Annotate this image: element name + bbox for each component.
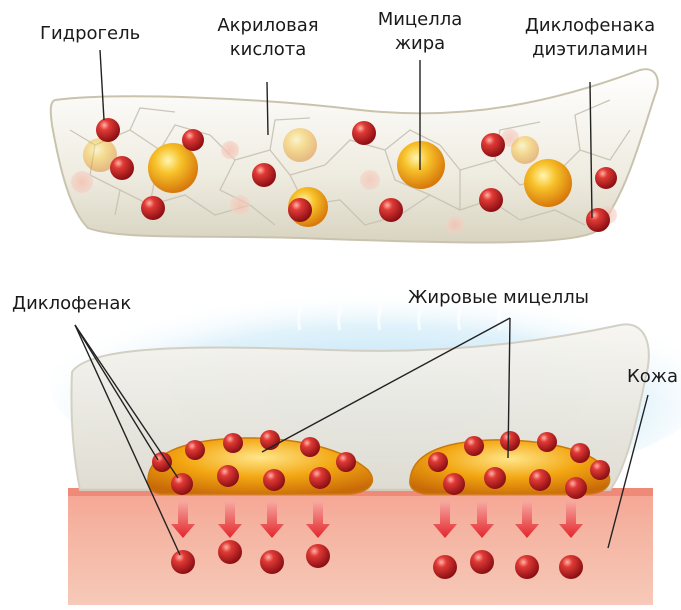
label-fat-micelle-line2: жира: [362, 32, 478, 56]
label-acrylic-acid-line1: Акриловая: [205, 14, 331, 38]
label-diclofenac: Диклофенак: [12, 292, 131, 316]
hydrogel-strip: [51, 69, 658, 242]
skin-layer: [68, 488, 653, 605]
label-skin: Кожа: [627, 365, 678, 389]
label-diclofenac-dea-line1: Диклофенака: [510, 14, 670, 38]
label-fat-micelles: Жировые мицеллы: [408, 286, 589, 310]
label-acrylic-acid-line2: кислота: [205, 38, 331, 62]
label-fat-micelle-line1: Мицелла: [362, 8, 478, 32]
label-hydrogel: Гидрогель: [40, 22, 140, 46]
label-diclofenac-dea-line2: диэтиламин: [510, 38, 670, 62]
